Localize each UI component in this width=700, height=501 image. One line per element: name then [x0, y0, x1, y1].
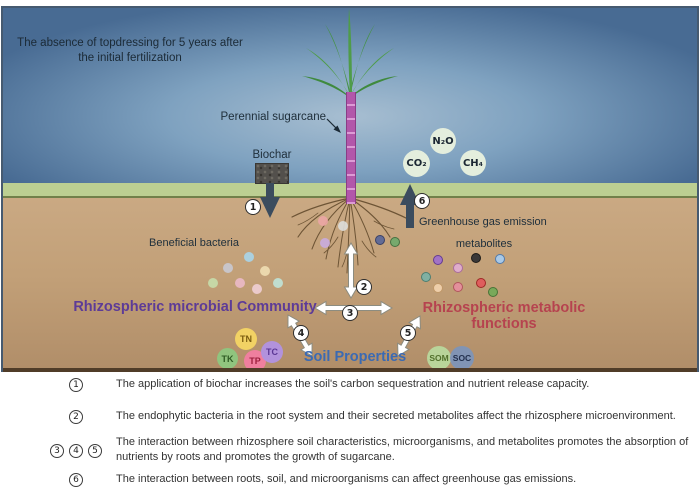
legend-text: The interaction between rhizosphere soil…: [116, 436, 689, 463]
topdressing-note: The absence of topdressing for 5 years a…: [6, 36, 254, 66]
soil-bottom-line: [1, 368, 699, 372]
step-badge-2: 2: [356, 279, 372, 295]
microbial-community-label: Rhizospheric microbial Community: [73, 299, 317, 315]
soc-nutrient-circle: SOC: [450, 346, 474, 370]
metabolite-dot: [488, 287, 498, 297]
metabolite-dot: [421, 272, 431, 282]
tc-nutrient-circle: TC: [261, 341, 283, 363]
legend-row-4: 6 The interaction between roots, soil, a…: [40, 472, 700, 487]
biochar-block-icon: [255, 163, 289, 184]
metabolite-dot: [476, 278, 486, 288]
legend-step-badge: 2: [69, 410, 83, 424]
sugarcane-leaves-icon: [302, 8, 398, 98]
root-dot: [318, 216, 328, 226]
sugarcane-pointer-arrow-icon: [326, 118, 341, 133]
metabolite-dot: [433, 283, 443, 293]
legend-step-badge: 1: [69, 378, 83, 392]
legend-text: The endophytic bacteria in the root syst…: [116, 410, 676, 422]
legend-step-badge: 3: [50, 444, 64, 458]
beneficial-bacteria-label: Beneficial bacteria: [149, 237, 239, 249]
legend-text: The interaction between roots, soil, and…: [116, 473, 577, 485]
legend-numbers: 1: [40, 377, 112, 392]
bacteria-dot: [208, 278, 218, 288]
perennial-sugarcane-label: Perennial sugarcane: [220, 111, 327, 123]
legend-text: The application of biochar increases the…: [116, 378, 590, 390]
bacteria-dot: [223, 263, 233, 273]
bacteria-dot: [252, 284, 262, 294]
root-dot: [390, 237, 400, 247]
legend-step-badge: 6: [69, 473, 83, 487]
topdressing-note-line1: The absence of topdressing for 5 years a…: [17, 37, 243, 49]
root-dot: [338, 221, 348, 231]
root-dot: [320, 238, 330, 248]
step-badge-5: 5: [400, 325, 416, 341]
metabolic-functions-label: Rhizospheric metabolic functions: [422, 300, 586, 332]
legend-numbers: 2: [40, 409, 112, 424]
tp-nutrient-circle: TP: [244, 350, 266, 372]
legend-step-badge: 5: [88, 444, 102, 458]
root-system-icon: [291, 197, 409, 274]
tn-nutrient-circle: TN: [235, 328, 257, 350]
topdressing-note-line2: the initial fertilization: [78, 52, 182, 64]
legend-step-badge: 4: [69, 444, 83, 458]
n2o-gas-bubble: N₂O: [430, 128, 456, 154]
step-badge-3: 3: [342, 305, 358, 321]
soil-properties-label: Soil Properties: [303, 349, 407, 365]
metabolite-dot: [453, 282, 463, 292]
step-badge-6: 6: [414, 193, 430, 209]
metabolite-dot: [433, 255, 443, 265]
bacteria-dot: [235, 278, 245, 288]
bacteria-dot: [273, 278, 283, 288]
step-badge-1: 1: [245, 199, 261, 215]
metabolite-dot: [453, 263, 463, 273]
sugarcane-stem-icon: [346, 92, 356, 204]
ch4-gas-bubble: CH₄: [460, 150, 486, 176]
legend-numbers: 6: [40, 472, 112, 487]
biochar-down-arrow-icon: [260, 183, 280, 218]
legend-row-2: 2 The endophytic bacteria in the root sy…: [40, 409, 700, 424]
tk-nutrient-circle: TK: [217, 348, 238, 369]
bacteria-dot: [244, 252, 254, 262]
legend-row-1: 1 The application of biochar increases t…: [40, 377, 700, 392]
biochar-label: Biochar: [252, 149, 292, 161]
metabolites-label: metabolites: [455, 238, 513, 250]
co2-gas-bubble: CO₂: [403, 150, 430, 177]
step-badge-4: 4: [293, 325, 309, 341]
metabolite-dot: [495, 254, 505, 264]
som-nutrient-circle: SOM: [427, 346, 451, 370]
metabolite-dot: [471, 253, 481, 263]
root-dot: [375, 235, 385, 245]
greenhouse-gas-emission-label: Greenhouse gas emission: [419, 216, 547, 228]
bacteria-dot: [260, 266, 270, 276]
